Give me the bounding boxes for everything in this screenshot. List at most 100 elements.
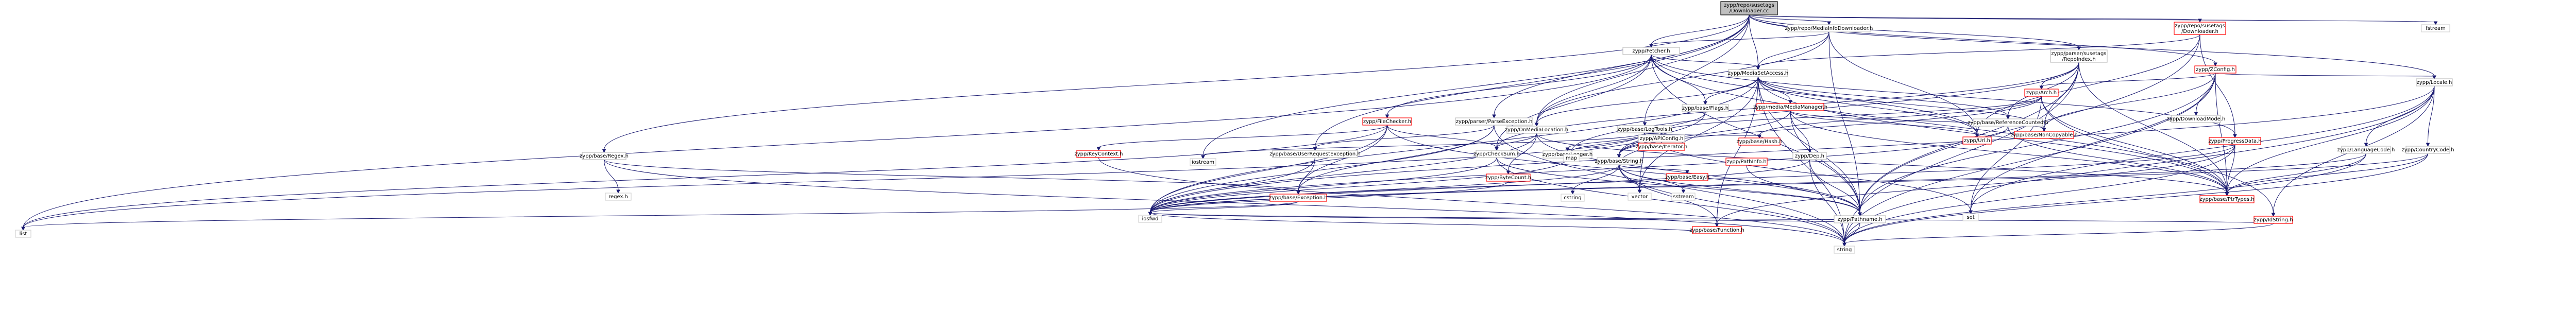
node-noncopy[interactable]: zypp/base/NonCopyable.h	[2010, 131, 2078, 139]
node-label: zypp/ProgressData.h	[2208, 138, 2261, 144]
edge-progress-to-std_string	[1842, 144, 2235, 247]
node-label: zypp/base/String.h	[1595, 159, 1643, 164]
edge-refcounted-to-iosfwd	[1148, 126, 2008, 216]
node-label: /Downloader.h	[2181, 29, 2218, 34]
node-ptr[interactable]: zypp/base/PtrTypes.h	[2199, 195, 2255, 203]
edge-exception-to-list	[21, 201, 1299, 231]
node-label: set	[1967, 215, 1974, 220]
node-iterator[interactable]: zypp/base/Iterator.h	[1636, 143, 1687, 151]
node-regex[interactable]: zypp/base/Regex.h	[580, 152, 629, 160]
node-parseexc[interactable]: zypp/parser/ParseException.h	[1455, 117, 1533, 126]
node-flags[interactable]: zypp/base/Flags.h	[1682, 104, 1729, 112]
node-progress[interactable]: zypp/ProgressData.h	[2208, 137, 2262, 145]
node-set: set	[1962, 213, 1979, 221]
edge-parseexc-to-userreq	[1313, 125, 1495, 151]
node-psus[interactable]: zypp/parser/susetags/RepoIndex.h	[2050, 49, 2108, 63]
node-sdl[interactable]: zypp/repo/susetags/Downloader.h	[2174, 22, 2226, 35]
node-label: regex.h	[608, 194, 628, 200]
node-pathinfo[interactable]: zypp/PathInfo.h	[1725, 158, 1768, 166]
edge-locale-to-countrycode	[2426, 85, 2435, 147]
edge-filechecker-to-exception	[1296, 125, 1387, 195]
node-label: map	[1566, 155, 1577, 161]
node-mdd[interactable]: zypp/repo/MediaInfoDownloader.h	[1785, 24, 1873, 32]
node-mediamgr[interactable]: zypp/media/MediaManager.h	[1753, 103, 1827, 111]
edge-fetcher-to-filechecker	[1385, 54, 1652, 119]
edge-langcode-to-std_string	[1842, 153, 2366, 247]
node-countrycode[interactable]: zypp/CountryCode.h	[2401, 146, 2454, 154]
node-hash[interactable]: zypp/base/Hash.h	[1736, 137, 1783, 146]
edge-root-to-sdl	[1749, 14, 2202, 23]
node-vector: vector	[1628, 193, 1652, 201]
node-label: zypp/DownloadMode.h	[2167, 116, 2226, 122]
node-pathname[interactable]: zypp/Pathname.h	[1834, 215, 1886, 223]
edge-mediaset-to-function	[1715, 76, 1758, 228]
node-string[interactable]: zypp/base/String.h	[1595, 157, 1643, 165]
node-label: zypp/base/LogTools.h	[1617, 127, 1672, 132]
node-label: zypp/CheckSum.h	[1473, 151, 1520, 157]
node-keyctx[interactable]: zypp/KeyContext.h	[1074, 150, 1123, 158]
edge-root-to-logtools	[1642, 14, 1750, 127]
node-dlmode[interactable]: zypp/DownloadMode.h	[2167, 115, 2226, 123]
node-bytecount[interactable]: zypp/ByteCount.h	[1485, 173, 1531, 182]
edge-countrycode-to-ptr	[2225, 153, 2428, 197]
node-mediaset[interactable]: zypp/MediaSetAccess.h	[1728, 69, 1788, 77]
node-idstring[interactable]: zypp/IdString.h	[2253, 216, 2293, 224]
node-label: zypp/base/Flags.h	[1682, 106, 1728, 111]
edge-string-to-cstring	[1570, 164, 1619, 195]
node-label: zypp/PathInfo.h	[1726, 159, 1766, 165]
edge-arch-to-idstring	[2041, 96, 2276, 217]
node-checksum[interactable]: zypp/CheckSum.h	[1473, 150, 1520, 158]
edge-idstring-to-iosfwd	[1148, 212, 2274, 224]
node-iosfwd: iosfwd	[1138, 215, 1162, 223]
node-logtools[interactable]: zypp/base/LogTools.h	[1617, 125, 1672, 133]
edge-mediamgr-to-url	[1790, 110, 1979, 138]
edge-filechecker-to-keyctx	[1096, 125, 1387, 151]
node-strfwd[interactable]: zypp/APIConfig.h	[1638, 134, 1685, 143]
node-dep[interactable]: zypp/Dep.h	[1792, 152, 1827, 160]
node-label: zypp/Url.h	[1964, 138, 1990, 144]
node-label: zypp/Fetcher.h	[1632, 48, 1670, 54]
node-list: list	[15, 230, 31, 238]
edge-logtools-to-list	[21, 132, 1645, 231]
node-label: zypp/repo/susetags	[1724, 3, 1774, 8]
node-exception[interactable]: zypp/base/Exception.h	[1269, 194, 1328, 202]
edge-dep-to-pathname	[1809, 159, 1862, 217]
edge-mediaset-to-flags	[1703, 76, 1758, 106]
edge-fetcher-to-list	[21, 54, 1652, 231]
node-label: zypp/repo/MediaInfoDownloader.h	[1785, 26, 1873, 31]
node-iostream: iostream	[1190, 158, 1216, 166]
node-url[interactable]: zypp/Url.h	[1962, 136, 1992, 145]
node-regexh: regex.h	[605, 193, 632, 201]
node-fetcher[interactable]: zypp/Fetcher.h	[1622, 47, 1680, 55]
edge-mediaset-to-onmedia	[1534, 76, 1758, 127]
node-label: zypp/IdString.h	[2254, 217, 2293, 223]
node-zconfig[interactable]: zypp/ZConfig.h	[2194, 65, 2236, 74]
node-langcode[interactable]: zypp/LanguageCode.h	[2337, 146, 2395, 154]
edge-root-to-fstream	[1749, 14, 2438, 26]
node-userreq[interactable]: zypp/base/UserRequestException.h	[1269, 150, 1361, 158]
node-label: iosfwd	[1142, 216, 1159, 222]
node-locale[interactable]: zypp/Locale.h	[2416, 78, 2453, 86]
edge-arch-to-ptr	[2041, 96, 2229, 197]
node-label: zypp/base/Function.h	[1689, 228, 1744, 233]
edge-logger-to-iosfwd	[1148, 158, 1568, 216]
node-arch[interactable]: zypp/Arch.h	[2024, 89, 2059, 97]
node-label: zypp/CountryCode.h	[2401, 147, 2454, 153]
edge-filechecker-to-checksum	[1387, 125, 1499, 151]
edge-arch-to-hash	[1757, 96, 2042, 139]
node-label: zypp/base/ReferenceCounted.h	[1968, 120, 2048, 126]
node-filechecker[interactable]: zypp/FileChecker.h	[1362, 117, 1412, 126]
node-refcounted[interactable]: zypp/base/ReferenceCounted.h	[1968, 118, 2048, 127]
node-label: zypp/parser/ParseException.h	[1456, 119, 1533, 125]
node-label: list	[20, 231, 27, 237]
edge-mediaset-to-pathname	[1758, 76, 1862, 217]
edge-string-to-easy	[1619, 164, 1689, 175]
edge-bytecount-to-iosfwd	[1148, 181, 1509, 216]
node-function[interactable]: zypp/base/Function.h	[1689, 226, 1744, 234]
node-label: fstream	[2426, 26, 2446, 31]
node-cstring: cstring	[1561, 194, 1585, 202]
edge-root-to-regex	[602, 14, 1750, 153]
node-easy[interactable]: zypp/base/Easy.h	[1665, 173, 1709, 181]
node-onmedia[interactable]: zypp/OnMediaLocation.h	[1505, 126, 1568, 134]
edge-onmedia-to-checksum	[1495, 133, 1537, 151]
